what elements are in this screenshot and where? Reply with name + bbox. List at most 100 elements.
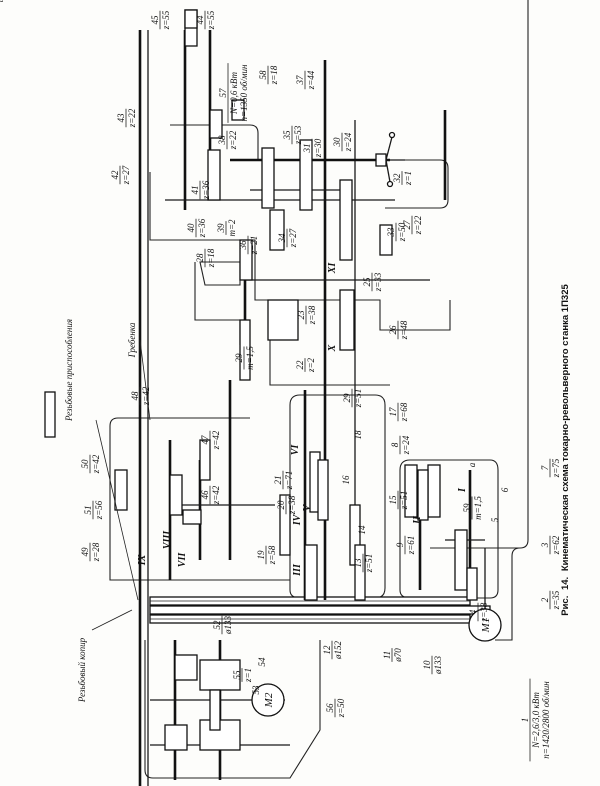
part-spec: z=30 — [313, 138, 323, 158]
part-number: 29 — [342, 393, 352, 403]
part-spec: z=27 — [288, 228, 298, 248]
part-number: 40 — [186, 223, 196, 233]
part-spec: z=1 — [403, 171, 413, 186]
part-number: 2 — [540, 597, 550, 602]
part-spec: ø133 — [223, 616, 233, 636]
part-number: 14 — [357, 525, 367, 535]
part-spec: z=2 — [306, 357, 316, 373]
motor-m1: M1 — [468, 608, 502, 642]
rack-label: Гребенка — [127, 322, 137, 358]
part-number: 55 — [232, 670, 242, 680]
part-number: 6 — [500, 487, 510, 492]
part-label-a: a — [467, 462, 477, 467]
part-spec: z=38 — [287, 495, 297, 515]
part-spec: N=2,6/3,0 кВт — [531, 692, 541, 749]
part-spec: z=27 — [121, 165, 131, 185]
part-number: 1 — [520, 718, 530, 723]
part-number: 8 — [390, 442, 400, 447]
part-number: 36 — [238, 240, 248, 251]
part-spec: z=58 — [267, 545, 277, 565]
part-number: 28 — [195, 253, 205, 263]
part-number: 49 — [80, 547, 90, 557]
part-label-b: b — [0, 0, 5, 2]
part-spec: z=22 — [228, 130, 238, 150]
part-spec: z=62 — [551, 535, 561, 555]
caption-prefix: Рис. — [560, 596, 571, 616]
part-spec: m=1,5 — [473, 496, 483, 520]
part-label-18: 18 — [353, 430, 363, 440]
part-spec: z=42 — [91, 454, 101, 474]
part-number: 27 — [402, 220, 412, 230]
shaft-numeral-VI: VI — [290, 444, 301, 456]
part-number: 43 — [116, 113, 126, 123]
part-number: 41 — [190, 186, 200, 195]
part-number: 7 — [540, 465, 550, 470]
shaft-numeral-III: III — [292, 563, 303, 577]
part-spec: z=75 — [551, 458, 561, 478]
shaft-numeral-II: II — [412, 515, 423, 525]
part-spec: z=35 — [551, 590, 561, 610]
shaft-numeral-IX: IX — [137, 554, 148, 566]
caption-text: Кинематическая схема токарно-револьверно… — [560, 284, 571, 572]
shaft-numeral-I: I — [457, 487, 468, 493]
part-number: 57 — [218, 88, 228, 98]
part-number: 46 — [200, 490, 210, 500]
part-number: 26 — [388, 325, 398, 335]
thread-copier-label: Резьбовый копир — [77, 637, 87, 703]
part-spec: ø70 — [393, 648, 403, 663]
part-spec: z=56 — [94, 500, 104, 520]
part-spec: z=18 — [206, 248, 216, 268]
part-number: 22 — [295, 360, 305, 370]
shaft-numeral-IV: IV — [292, 513, 303, 526]
part-spec: z=22 — [413, 215, 423, 235]
part-spec: N=0,6 кВт — [229, 72, 239, 115]
part-spec: z=24 — [401, 435, 411, 455]
figure-caption: Рис. 14. Кинематическая схема токарно-ре… — [560, 284, 571, 616]
part-spec-2: n=1420/2800 об/мин — [541, 681, 551, 759]
part-number: 3 — [540, 542, 550, 548]
part-spec: z=22 — [127, 108, 137, 128]
part-spec: z=42 — [141, 386, 151, 406]
shaft-numeral-V: V — [302, 503, 313, 511]
part-spec: z=50 — [397, 222, 407, 242]
belt-drive — [149, 596, 491, 624]
part-spec: z=36 — [201, 180, 211, 200]
part-number: 15 — [388, 495, 398, 505]
part-number: 4 — [468, 609, 478, 614]
svg-text:Рис. 14. Кинематич: Рис. 14. Кинематическая схема токарно-ре… — [560, 284, 571, 616]
part-spec: z=50 — [336, 698, 346, 718]
part-number: 11 — [382, 651, 392, 659]
part-number: 20 — [276, 500, 286, 510]
motor-m1-label: M1 — [480, 618, 492, 634]
part-label-16: 16 — [341, 475, 351, 485]
part-number: 38 — [217, 135, 227, 146]
part-number: 42 — [110, 170, 120, 180]
